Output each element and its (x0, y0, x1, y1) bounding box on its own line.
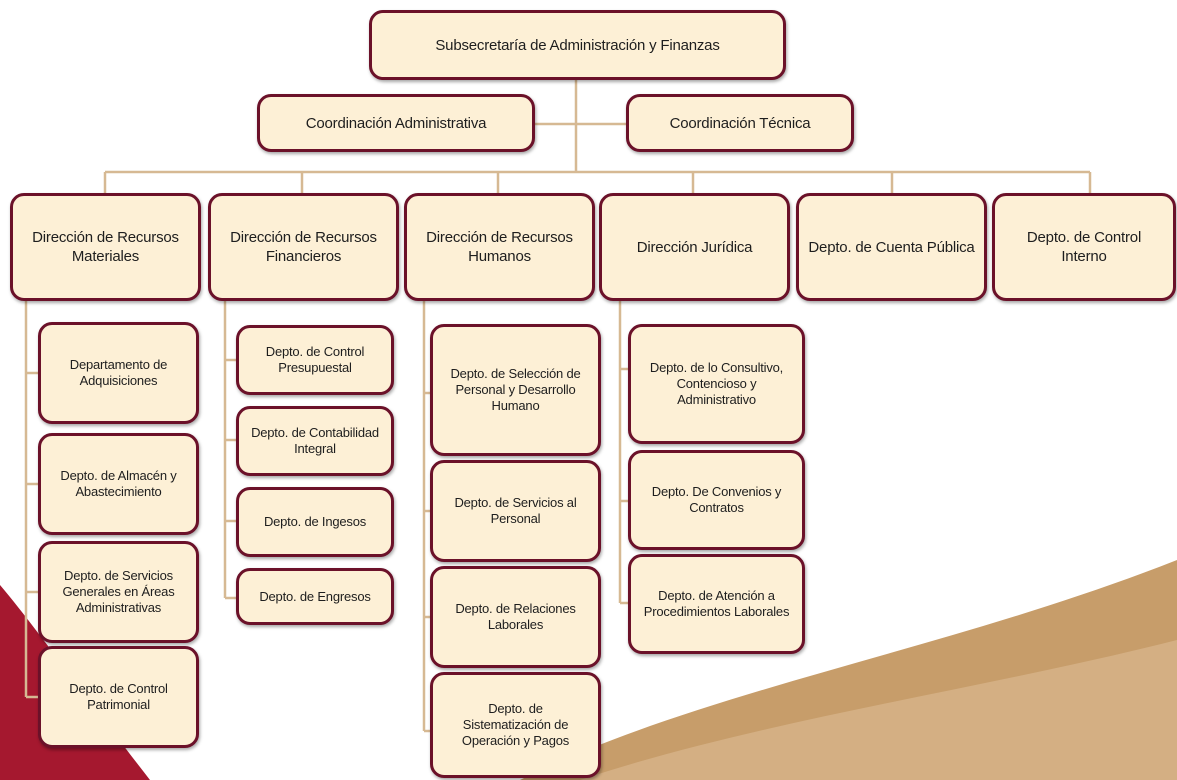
node-depto-control-presupuestal: Depto. de Control Presupuestal (236, 325, 394, 395)
node-depto-seleccion-personal: Depto. de Selección de Personal y Desarr… (430, 324, 601, 456)
node-depto-atencion-procedimientos-laborales: Depto. de Atención a Procedimientos Labo… (628, 554, 805, 654)
node-direccion-juridica: Dirección Jurídica (599, 193, 790, 301)
node-direccion-recursos-materiales: Dirección de Recursos Materiales (10, 193, 201, 301)
node-coordinacion-tecnica: Coordinación Técnica (626, 94, 854, 152)
node-depto-almacen-abastecimiento: Depto. de Almacén y Abastecimiento (38, 433, 199, 535)
root-node-subsecretaria: Subsecretaría de Administración y Finanz… (369, 10, 786, 80)
node-depto-relaciones-laborales: Depto. de Relaciones Laborales (430, 566, 601, 668)
tan-swoosh-light-decoration (580, 640, 1177, 780)
node-depto-servicios-personal: Depto. de Servicios al Personal (430, 460, 601, 562)
node-depto-adquisiciones: Departamento de Adquisiciones (38, 322, 199, 424)
node-depto-servicios-generales: Depto. de Servicios Generales en Áreas A… (38, 541, 199, 643)
node-depto-control-interno: Depto. de Control Interno (992, 193, 1176, 301)
node-direccion-recursos-financieros: Dirección de Recursos Financieros (208, 193, 399, 301)
node-depto-cuenta-publica: Depto. de Cuenta Pública (796, 193, 987, 301)
node-depto-consultivo-contencioso: Depto. de lo Consultivo, Contencioso y A… (628, 324, 805, 444)
node-depto-sistematizacion-operacion-pagos: Depto. de Sistematización de Operación y… (430, 672, 601, 778)
node-depto-control-patrimonial: Depto. de Control Patrimonial (38, 646, 199, 748)
node-depto-ingesos: Depto. de Ingesos (236, 487, 394, 557)
node-coordinacion-administrativa: Coordinación Administrativa (257, 94, 535, 152)
node-depto-engresos: Depto. de Engresos (236, 568, 394, 625)
node-depto-convenios-contratos: Depto. De Convenios y Contratos (628, 450, 805, 550)
node-depto-contabilidad-integral: Depto. de Contabilidad Integral (236, 406, 394, 476)
node-direccion-recursos-humanos: Dirección de Recursos Humanos (404, 193, 595, 301)
